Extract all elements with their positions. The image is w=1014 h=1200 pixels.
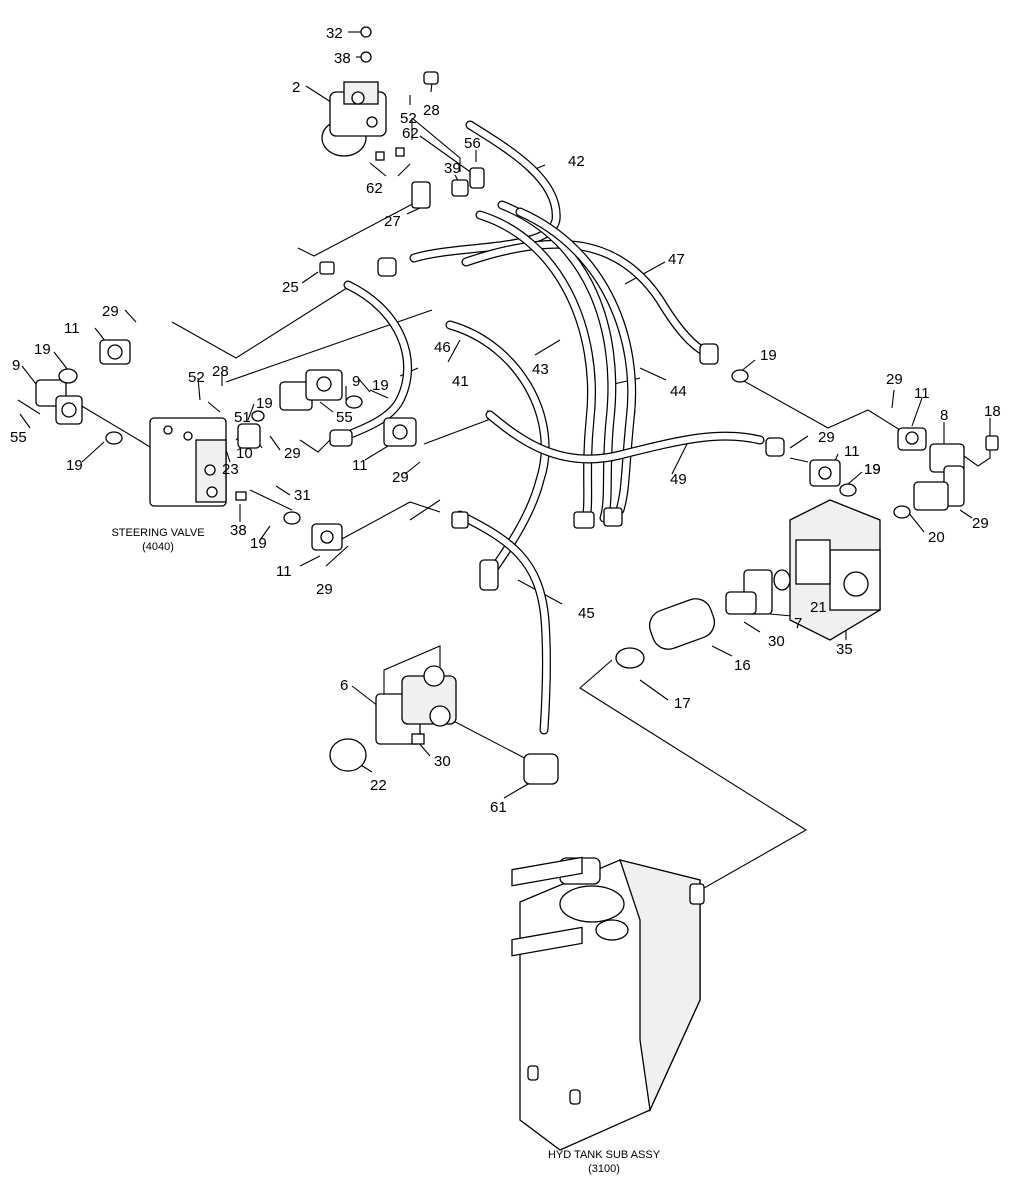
hydraulic-tank-part: [511, 856, 705, 1151]
callout-19: 19: [864, 461, 881, 478]
steering-valve-part: [105, 417, 301, 525]
steering-valve-caption: STEERING VALVE: [111, 527, 204, 539]
flange-part-left: [17, 339, 131, 425]
callout-28: 28: [212, 363, 229, 380]
pump-part-35: [789, 499, 881, 641]
callout-55: 55: [10, 429, 27, 446]
callout-2: 2: [292, 79, 300, 96]
steering-valve-ref: (4040): [142, 541, 174, 553]
manifold-part-6: [329, 665, 457, 772]
callout-32: 32: [326, 25, 343, 42]
callout-29: 29: [284, 445, 301, 462]
callout-49: 49: [670, 471, 687, 488]
elbow-part-8: [913, 443, 965, 511]
callout-11: 11: [914, 385, 930, 402]
callout-27: 27: [384, 213, 401, 230]
callout-16: 16: [734, 657, 751, 674]
callout-28: 28: [423, 102, 440, 119]
hyd-tank-caption: HYD TANK SUB ASSY: [548, 1149, 661, 1161]
callout-numbers: 32 38 2 28 52 62 62 56 39 42 27 25 47 29…: [10, 25, 1001, 816]
callout-51: 51: [234, 409, 251, 426]
hyd-tank-ref: (3100): [588, 1163, 620, 1175]
callout-9: 9: [12, 357, 20, 374]
callout-8: 8: [940, 407, 948, 424]
steering-unit-part: [321, 81, 387, 157]
callout-43: 43: [532, 361, 549, 378]
callout-55: 55: [336, 409, 353, 426]
callout-38: 38: [230, 522, 247, 539]
callout-21: 21: [810, 599, 827, 616]
callout-35: 35: [836, 641, 853, 658]
callout-31: 31: [294, 487, 311, 504]
callout-19: 19: [34, 341, 51, 358]
callout-10: 10: [236, 445, 253, 462]
callout-42: 42: [568, 153, 585, 170]
hoses: [341, 120, 765, 735]
tube-part-16: [648, 598, 716, 650]
callout-22: 22: [370, 777, 387, 794]
callout-18: 18: [984, 403, 1001, 420]
callout-30: 30: [434, 753, 451, 770]
callout-19: 19: [760, 347, 777, 364]
callout-20: 20: [928, 529, 945, 546]
callout-30: 30: [768, 633, 785, 650]
callout-7: 7: [794, 615, 802, 632]
callout-45: 45: [578, 605, 595, 622]
callout-52: 52: [188, 369, 205, 386]
callout-29: 29: [886, 371, 903, 388]
callout-11: 11: [844, 443, 860, 460]
callout-29: 29: [818, 429, 835, 446]
callout-17: 17: [674, 695, 691, 712]
callout-62: 62: [402, 125, 419, 142]
callout-19: 19: [66, 457, 83, 474]
callout-19: 19: [864, 461, 881, 478]
callout-25: 25: [282, 279, 299, 296]
callout-39: 39: [444, 160, 461, 177]
callout-46: 46: [434, 339, 451, 356]
callout-29: 29: [102, 303, 119, 320]
callout-6: 6: [340, 677, 348, 694]
callout-56: 56: [464, 135, 481, 152]
callout-52: 52: [400, 110, 417, 127]
callout-11: 11: [64, 320, 80, 337]
callout-19: 19: [250, 535, 267, 552]
callout-44: 44: [670, 383, 687, 400]
callout-23: 23: [222, 461, 239, 478]
callout-9: 9: [352, 373, 360, 390]
callout-19: 19: [372, 377, 389, 394]
parts: [17, 26, 999, 1151]
callout-11: 11: [276, 563, 292, 580]
callout-19: 19: [256, 395, 273, 412]
callout-38: 38: [334, 50, 351, 67]
captions: STEERING VALVE (4040) HYD TANK SUB ASSY …: [111, 527, 660, 1175]
callout-29: 29: [972, 515, 989, 532]
callout-11: 11: [352, 457, 368, 474]
callout-29: 29: [392, 469, 409, 486]
callout-62: 62: [366, 180, 383, 197]
callout-61: 61: [490, 799, 507, 816]
callout-41: 41: [452, 373, 469, 390]
callout-47: 47: [668, 251, 685, 268]
callout-29: 29: [316, 581, 333, 598]
